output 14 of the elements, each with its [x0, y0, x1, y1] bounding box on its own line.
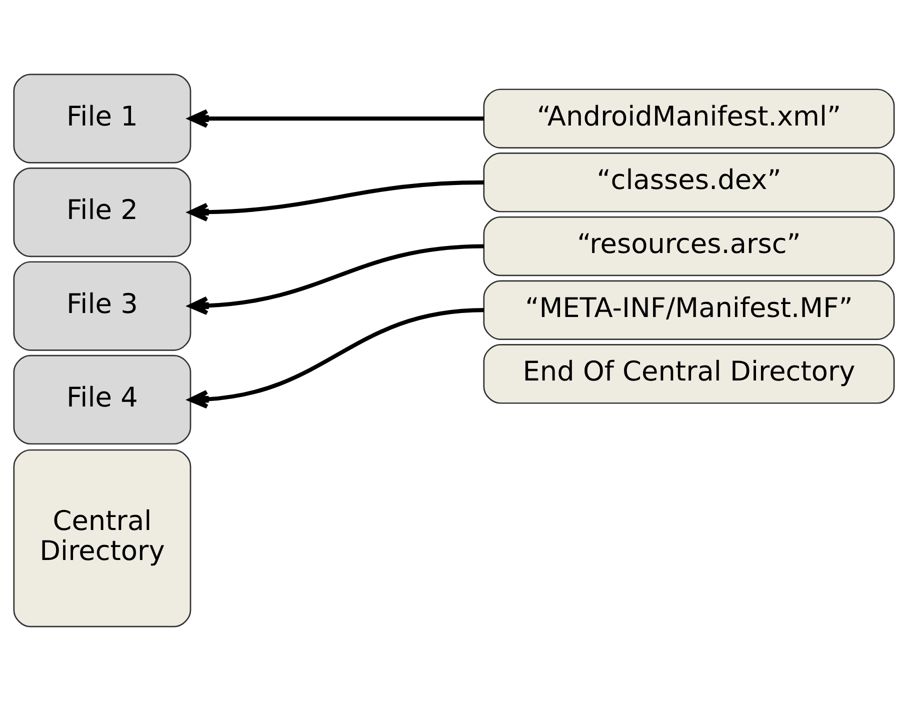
node-box: “AndroidManifest.xml” [483, 88, 895, 148]
arrow [188, 244, 484, 316]
node-box: File 4 [13, 354, 192, 445]
arrow [188, 308, 484, 409]
node-box: End Of Central Directory [483, 344, 895, 404]
node-box: Central Directory [13, 449, 192, 628]
node-box: “resources.arsc” [483, 216, 895, 276]
arrow [188, 180, 484, 222]
node-box: File 2 [13, 167, 192, 258]
node-box: File 1 [13, 74, 192, 164]
node-box: “META-INF/Manifest.MF” [483, 280, 895, 340]
node-box: File 3 [13, 261, 192, 351]
arrow [188, 109, 484, 128]
node-box: “classes.dex” [483, 152, 895, 212]
